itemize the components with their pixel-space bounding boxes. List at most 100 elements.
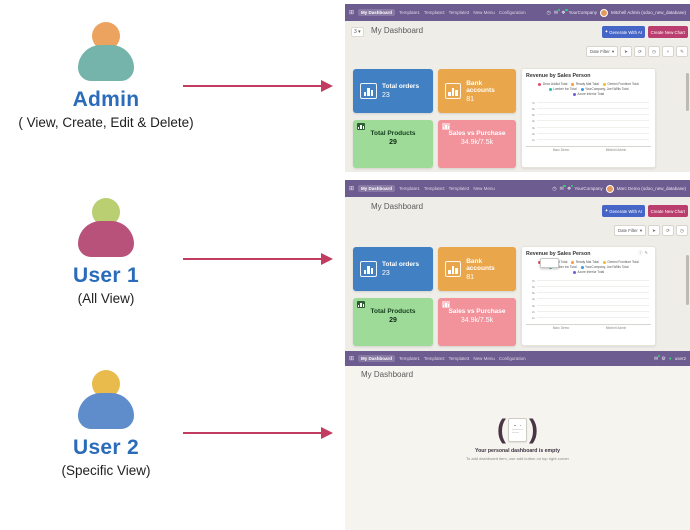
menu-new-menu[interactable]: New Menu: [473, 186, 495, 191]
empty-state-subtitle: To add dashboard item, use add button on…: [466, 456, 569, 461]
create-new-chart-button[interactable]: Create New Chart: [647, 26, 688, 38]
share-icon[interactable]: ➤: [648, 225, 660, 236]
menu-template3[interactable]: Template3: [448, 356, 470, 361]
persona-admin-label: Admin: [72, 88, 140, 111]
menu-new-menu[interactable]: New Menu: [473, 10, 495, 15]
kpi-total-products[interactable]: Total Products 29: [353, 120, 433, 168]
revenue-chart-card[interactable]: Revenue by Sales Person Deco Addict Tota…: [521, 68, 656, 168]
arrow-admin-to-dashboard: [183, 80, 333, 92]
chart-title: Revenue by Sales Person: [526, 251, 591, 257]
bar-chart-icon: [442, 123, 450, 130]
menu-new-menu[interactable]: New Menu: [473, 356, 495, 361]
menu-template2[interactable]: Template2: [423, 10, 445, 15]
notification-bell-icon[interactable]: ✉: [553, 8, 561, 16]
menu-template2[interactable]: Template2: [423, 356, 445, 361]
page-title: My Dashboard: [361, 370, 414, 379]
apps-menu-icon[interactable]: ⊞: [349, 186, 355, 192]
date-filter-dropdown[interactable]: Date Filter▾: [586, 46, 618, 57]
dashboard-count-dropdown[interactable]: 3 ▾: [351, 27, 364, 37]
persona-user1: User 1 (All View): [0, 198, 212, 306]
legend-item[interactable]: Ready Mat Total: [571, 82, 599, 86]
share-icon[interactable]: ➤: [620, 46, 632, 57]
menu-configuration[interactable]: Configuration: [498, 10, 526, 15]
history-clock-icon[interactable]: ◷: [648, 46, 660, 57]
empty-document-illustration: ( ): [497, 414, 538, 444]
dashboard-content: My Dashboard ( ) Your personal dashboard…: [345, 366, 690, 530]
bar-chart-icon: [360, 83, 377, 99]
menu-template1[interactable]: Template1: [399, 10, 420, 15]
empty-dashboard-state: ( ) Your personal dashboard is empty To …: [345, 414, 690, 462]
notification-bell-icon[interactable]: ✉: [654, 354, 661, 362]
activity-clock-icon[interactable]: ◷: [552, 185, 557, 192]
menu-template2[interactable]: Template2: [423, 186, 445, 191]
app-name[interactable]: My Dashboard: [358, 185, 396, 192]
refresh-icon[interactable]: ⟳: [634, 46, 646, 57]
menu-template1[interactable]: Template1: [399, 356, 420, 361]
create-new-chart-button[interactable]: Create New Chart: [647, 205, 688, 217]
legend-item[interactable]: Gemini Furniture Total: [602, 82, 639, 86]
legend-item[interactable]: YourCompany, Joel Willis Total: [580, 265, 628, 269]
gear-icon[interactable]: ⚙: [661, 355, 666, 362]
app-name[interactable]: My Dashboard: [358, 9, 396, 16]
persona-user2-permissions: (Specific View): [61, 463, 151, 478]
kpi-sales-vs-purchase[interactable]: Sales vs Purchase 34.9k/7.5k: [438, 120, 516, 168]
legend-item[interactable]: Azure Interior Total: [572, 92, 604, 96]
kpi-total-products[interactable]: Total Products 29: [353, 298, 433, 346]
generate-with-ai-button[interactable]: ✦ Generate With AI: [601, 205, 645, 217]
refresh-icon[interactable]: ⟳: [662, 225, 674, 236]
app-name[interactable]: My Dashboard: [358, 355, 396, 362]
user2-icon: [0, 370, 212, 429]
legend-item[interactable]: Azure Interior Total: [572, 270, 604, 274]
bar-chart-icon: [357, 123, 365, 130]
date-filter-dropdown[interactable]: Date Filter▾: [614, 225, 646, 236]
legend-item[interactable]: Ready Mat Total: [571, 260, 599, 264]
generate-with-ai-button[interactable]: ✦ Generate With AI: [601, 26, 645, 38]
apps-menu-icon[interactable]: ⊞: [349, 356, 355, 362]
chart-actions[interactable]: ⓘ✎: [638, 250, 650, 256]
sparkle-icon: ✦: [604, 208, 609, 213]
legend-item[interactable]: Lumber Inc Total: [548, 87, 577, 91]
edit-icon[interactable]: ✎: [676, 46, 688, 57]
notification-bell-icon[interactable]: ✉: [559, 184, 566, 192]
scrollbar[interactable]: [686, 73, 689, 111]
avatar[interactable]: [599, 8, 608, 17]
menu-template3[interactable]: Template3: [448, 186, 470, 191]
empty-state-title: Your personal dashboard is empty: [475, 448, 560, 454]
history-clock-icon[interactable]: ◷: [676, 225, 688, 236]
user-menu[interactable]: Marc Demo (odoo_new_database): [616, 186, 686, 191]
online-status-icon: ●: [668, 355, 672, 362]
activity-clock-icon[interactable]: ◷: [546, 9, 551, 16]
user1-dashboard-screenshot: ⊞ My Dashboard Template1 Template2 Templ…: [345, 180, 690, 351]
avatar[interactable]: [605, 184, 614, 193]
menu-template3[interactable]: Template3: [448, 10, 470, 15]
menu-template1[interactable]: Template1: [399, 186, 420, 191]
chat-icon[interactable]: ❖: [561, 8, 568, 16]
legend-item[interactable]: Gemini Furniture Total: [602, 260, 639, 264]
admin-dashboard-screenshot: ⊞ My Dashboard Template1 Template2 Templ…: [345, 4, 690, 172]
legend-item[interactable]: Deco Addict Total: [538, 82, 567, 86]
company-name[interactable]: YourCompany: [568, 10, 597, 15]
scrollbar[interactable]: [686, 255, 689, 305]
kpi-sales-vs-purchase[interactable]: Sales vs Purchase 34.9k/7.5k: [438, 298, 516, 346]
bar-chart-icon: [360, 261, 377, 277]
user-menu[interactable]: user2: [674, 356, 686, 361]
company-name[interactable]: YourCompany: [574, 186, 603, 191]
chat-icon[interactable]: ❖: [566, 184, 574, 192]
legend-item[interactable]: YourCompany, Joel Willis Total: [580, 87, 628, 91]
bar-chart-icon: [445, 83, 462, 99]
user-menu[interactable]: Mitchell Admin (odoo_new_database): [610, 10, 686, 15]
revenue-chart-card[interactable]: Revenue by Sales Person ⓘ✎ Deco Addict T…: [521, 246, 656, 346]
add-item-icon[interactable]: +: [662, 46, 674, 57]
top-navbar: ⊞ My Dashboard Template1 Template2 Templ…: [345, 180, 690, 197]
bar-chart-icon: [442, 301, 450, 308]
menu-configuration[interactable]: Configuration: [498, 356, 526, 361]
apps-menu-icon[interactable]: ⊞: [349, 10, 355, 16]
